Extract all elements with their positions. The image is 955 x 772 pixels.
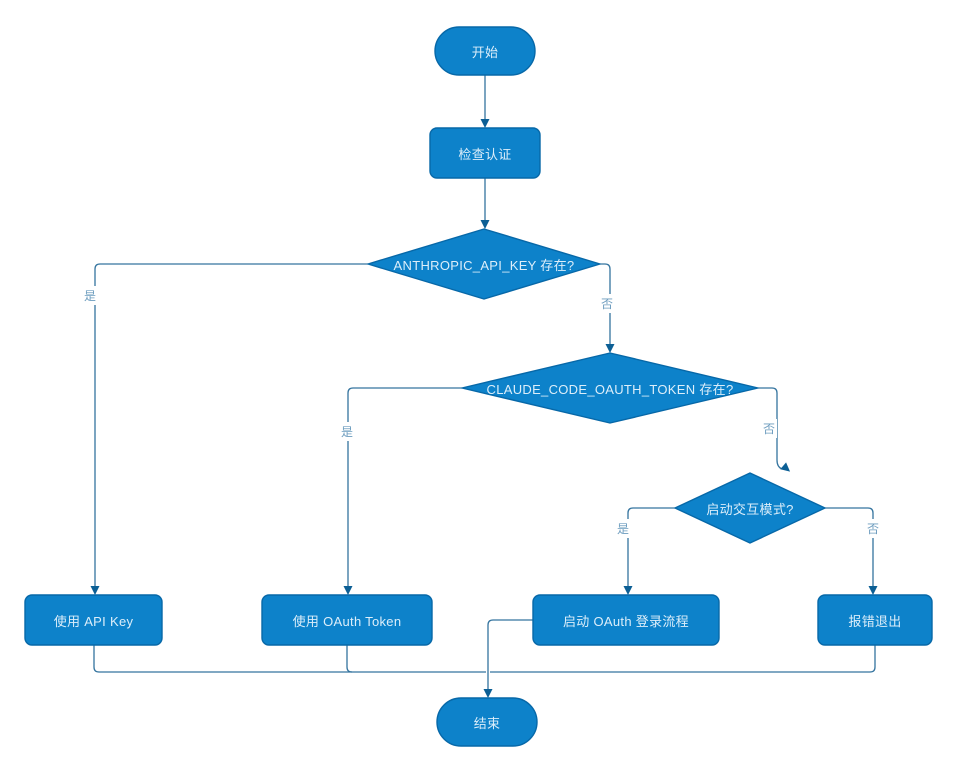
- arrowhead-check: [480, 119, 490, 128]
- flowchart-node-shapes: [24, 26, 933, 747]
- use-oauth-token-node-shape: [261, 594, 433, 646]
- edge-interactive-no: [825, 507, 874, 587]
- api-key-decision-shape: [367, 228, 601, 300]
- edge-oauthlogin-to-end: [487, 619, 533, 690]
- start-oauth-login-node-shape: [532, 594, 720, 646]
- arrowhead-interactive-decision: [780, 462, 791, 472]
- interactive-mode-decision-shape: [674, 472, 826, 544]
- edge-useapikey-to-end: [93, 645, 486, 673]
- arrowhead-oauthtoken-decision: [605, 344, 615, 353]
- arrowhead-apikey-decision: [480, 220, 490, 229]
- edge-interactive-yes: [627, 507, 675, 587]
- start-node-shape: [434, 26, 536, 76]
- use-api-key-node-shape: [24, 594, 163, 646]
- arrowhead-end: [483, 689, 493, 698]
- edge-apikey-no: [600, 263, 611, 345]
- check-auth-node-shape: [429, 127, 541, 179]
- flowchart-arrowheads: [90, 119, 878, 698]
- error-exit-node-shape: [817, 594, 933, 646]
- flowchart-edges: [93, 75, 876, 690]
- edge-oauthtoken-no: [758, 387, 783, 470]
- edge-errorexit-to-end: [490, 645, 876, 673]
- edge-oauthtoken-yes: [347, 387, 462, 587]
- oauth-token-decision-shape: [461, 352, 759, 424]
- arrowhead-use-oauth-token: [343, 586, 353, 595]
- arrowhead-start-oauth-login: [623, 586, 633, 595]
- arrowhead-use-api-key: [90, 586, 100, 595]
- edge-useoauthtoken-to-end: [346, 645, 353, 673]
- end-node-shape: [436, 697, 538, 747]
- arrowhead-error-exit: [868, 586, 878, 595]
- edge-apikey-yes: [94, 263, 368, 587]
